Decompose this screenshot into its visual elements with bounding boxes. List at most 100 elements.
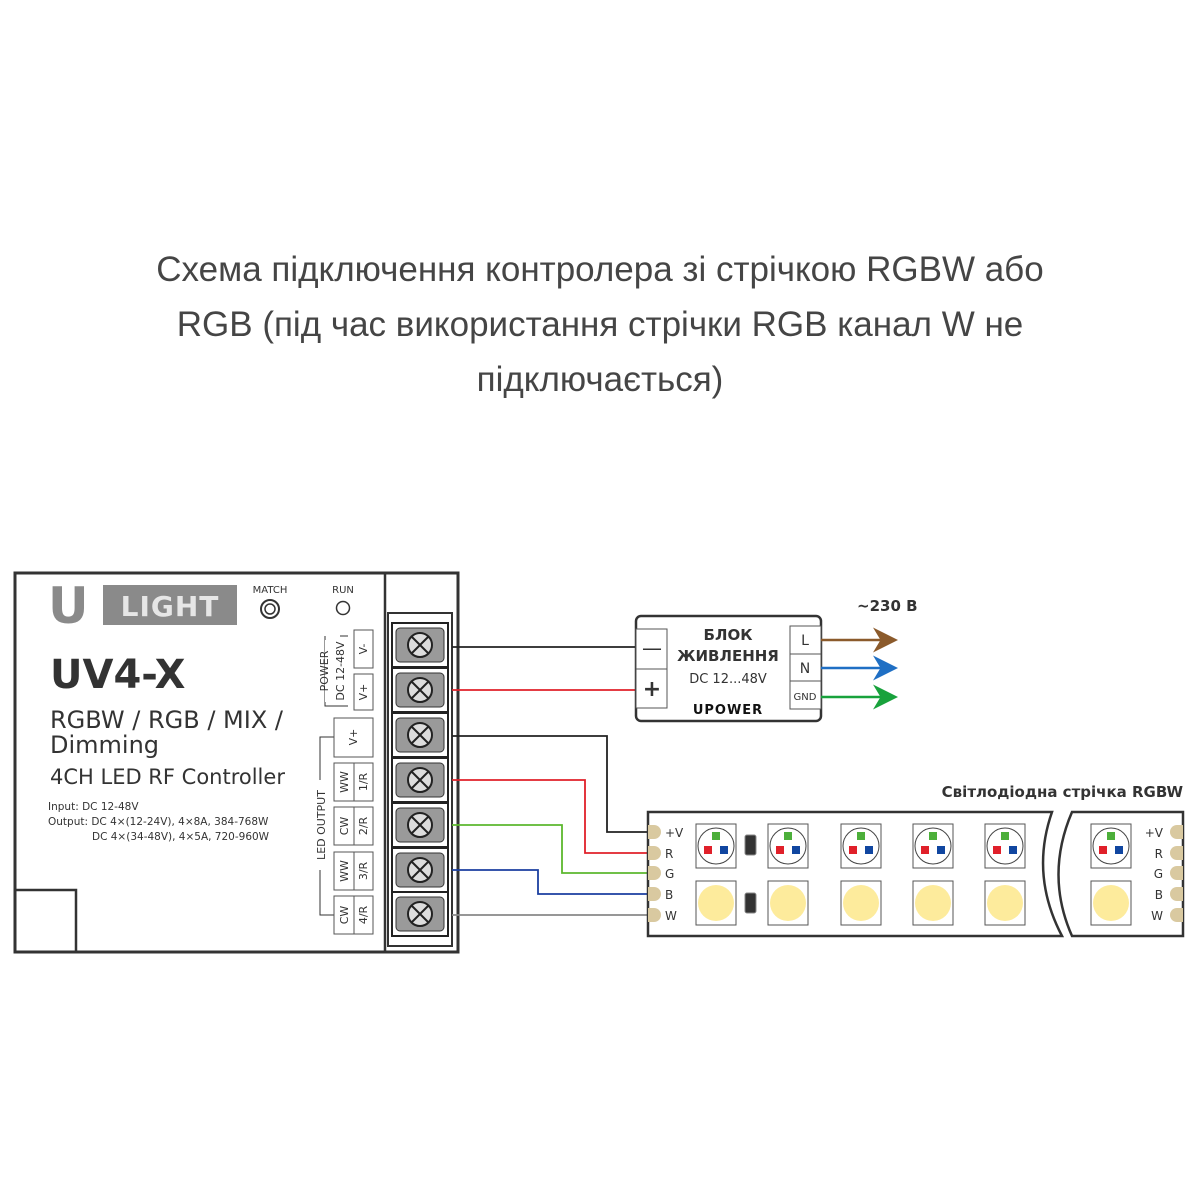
strip-pin-right: +V — [1145, 826, 1164, 840]
rgb-led — [912, 823, 954, 869]
logo-light: LIGHT — [121, 590, 220, 623]
psu-terminal-n: N — [800, 661, 810, 677]
strip-pad-right — [1170, 908, 1183, 922]
white-led — [767, 880, 809, 926]
psu-terminal-gnd: GND — [794, 692, 817, 703]
white-led — [984, 880, 1026, 926]
terminal-1 — [391, 622, 449, 668]
strip-pin-right: W — [1151, 909, 1163, 923]
model-name: UV4-X — [50, 652, 186, 698]
psu-terminal-l: L — [801, 633, 809, 649]
modes-line-2: Dimming — [50, 731, 159, 759]
psu-title-2: ЖИВЛЕННЯ — [677, 647, 779, 665]
v-plus-label: V+ — [357, 684, 370, 701]
strip-pin-right: B — [1155, 888, 1163, 902]
terminal-6 — [391, 847, 449, 893]
white-led — [1090, 880, 1132, 926]
strip-pad-right — [1170, 866, 1183, 880]
strip-pad-left — [648, 846, 661, 860]
title-line-2: RGB (під час використання стрічки RGB ка… — [176, 305, 1024, 344]
power-supply: — + БЛОК ЖИВЛЕННЯ DC 12...48V UPOWER L N… — [634, 597, 918, 723]
strip-pad-left — [648, 825, 661, 839]
strip-pin-left: +V — [665, 826, 684, 840]
controller-corner — [13, 888, 78, 954]
terminal-7 — [391, 891, 449, 937]
match-button[interactable] — [260, 599, 280, 619]
channel-3-rgb: 3/R — [357, 861, 370, 880]
channel-2-rgb: 2/R — [357, 816, 370, 835]
title-line-3: підключається) — [476, 360, 724, 399]
strip-pad-left — [648, 866, 661, 880]
match-label: MATCH — [253, 585, 288, 596]
strip-pin-right: R — [1155, 847, 1163, 861]
power-voltage: DC 12-48V — [334, 641, 347, 701]
strip-pad-right — [1170, 825, 1183, 839]
psu-brand: UPOWER — [693, 703, 763, 718]
strip-pin-left: R — [665, 847, 673, 861]
strip-pin-left: B — [665, 888, 673, 902]
led-output-label-group: LED OUTPUT V+ WW 1/R CW 2/R WW 3/R CW — [313, 717, 374, 935]
controller-subtitle: 4CH LED RF Controller — [50, 765, 285, 789]
terminal-5 — [391, 802, 449, 848]
title-line-1: Схема підключення контролера зі стрічкою… — [156, 250, 1044, 289]
output-spec-2: DC 4×(34-48V), 4×5A, 720-960W — [92, 831, 270, 843]
channel-4-rgb: 4/R — [357, 905, 370, 924]
power-label: POWER — [318, 650, 331, 691]
resistor-icon — [744, 892, 757, 914]
strip-pad-left — [648, 887, 661, 901]
diagram-title: Схема підключення контролера зі стрічкою… — [0, 242, 1200, 407]
channel-3-mix: WW — [338, 860, 351, 882]
led-v-plus-label: V+ — [347, 729, 360, 746]
wire-led-v-plus — [452, 735, 650, 833]
channel-2: CW 2/R — [333, 806, 374, 846]
strip-pin-left: G — [665, 867, 674, 881]
input-spec: Input: DC 12-48V — [48, 801, 139, 813]
psu-voltage: DC 12...48V — [689, 672, 767, 687]
wire-blue — [452, 869, 650, 895]
terminal-block — [387, 612, 453, 947]
channel-1: WW 1/R — [333, 762, 374, 802]
channel-4-mix: CW — [338, 906, 351, 925]
strip-pin-right: G — [1154, 867, 1163, 881]
v-plus-box — [353, 673, 374, 711]
terminal-3 — [391, 712, 449, 758]
terminal-2 — [391, 667, 449, 713]
wire-green — [452, 824, 650, 874]
rgb-led — [767, 823, 809, 869]
led-output-label: LED OUTPUT — [315, 790, 328, 860]
wires — [452, 646, 650, 916]
channel-3: WW 3/R — [333, 851, 374, 891]
modes-line-1: RGBW / RGB / MIX / — [50, 706, 284, 734]
psu-plus-label: + — [643, 677, 661, 702]
run-led-icon — [335, 600, 351, 616]
white-led — [695, 880, 737, 926]
power-label-group: POWER DC 12-48V V- V+ — [318, 629, 374, 711]
match-button-inner — [264, 603, 276, 615]
channel-1-mix: WW — [338, 771, 351, 793]
strip-title: Світлодіодна стрічка RGBW — [942, 783, 1184, 801]
v-minus-label: V- — [357, 644, 370, 655]
strip-pin-left: W — [665, 909, 677, 923]
strip-pad-right — [1170, 887, 1183, 901]
terminal-4 — [391, 757, 449, 803]
led-v-plus-box — [333, 717, 374, 758]
run-label: RUN — [332, 585, 354, 596]
channel-1-rgb: 1/R — [357, 772, 370, 791]
psu-minus-label: — — [642, 636, 662, 660]
wire-red — [452, 779, 650, 854]
strip-pad-left — [648, 908, 661, 922]
rgb-led — [984, 823, 1026, 869]
psu-title-1: БЛОК — [704, 626, 754, 644]
white-led — [840, 880, 882, 926]
channel-4: CW 4/R — [333, 895, 374, 935]
resistor-icon — [744, 834, 757, 856]
controller: U LIGHT MATCH RUN UV4-X RGBW / RGB / MIX… — [13, 571, 460, 954]
v-minus-box — [353, 629, 374, 669]
ulight-logo: U LIGHT — [48, 577, 237, 635]
logo-u: U — [48, 577, 89, 635]
channel-2-mix: CW — [338, 817, 351, 836]
white-led — [912, 880, 954, 926]
rgb-led — [840, 823, 882, 869]
